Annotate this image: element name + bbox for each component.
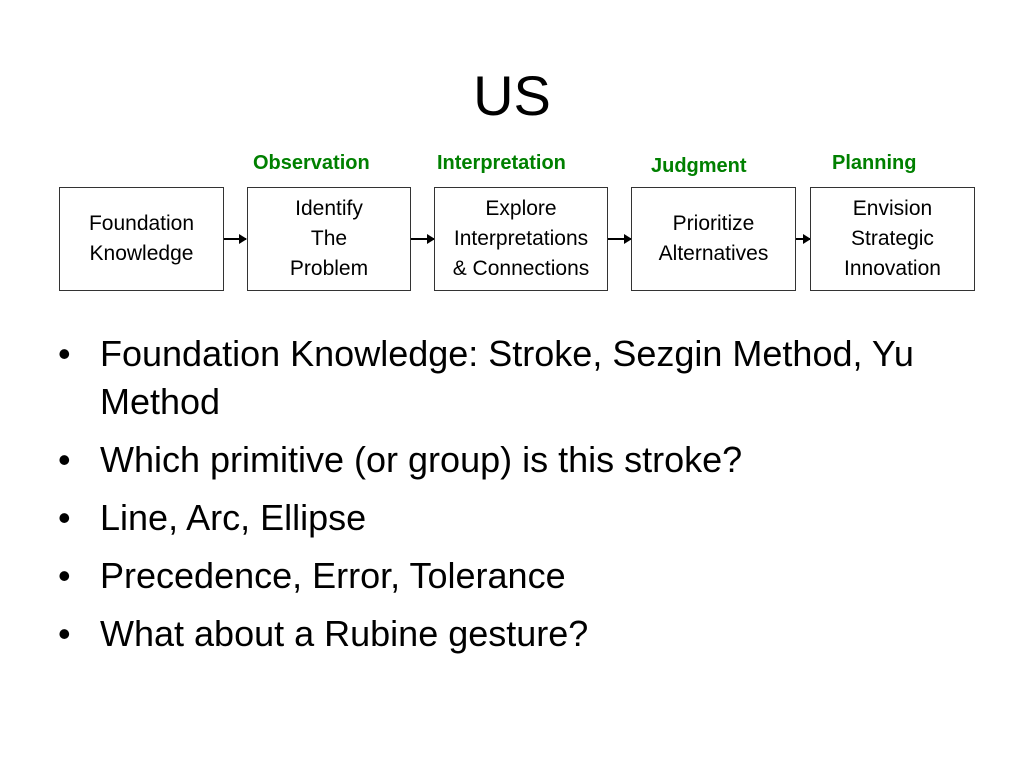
box-line: Problem	[289, 257, 369, 280]
bullet-dot: •	[58, 613, 71, 654]
bullet-dot: •	[58, 439, 71, 480]
box-line: Innovation	[844, 257, 941, 280]
bullet-list: • Foundation Knowledge: Stroke, Sezgin M…	[58, 330, 958, 668]
box-line: Interpretations	[453, 227, 589, 250]
bullet-dot: •	[58, 555, 71, 596]
bullet-item: • What about a Rubine gesture?	[58, 610, 958, 658]
box-line: Envision	[852, 197, 933, 220]
bullet-text: Which primitive (or group) is this strok…	[100, 439, 743, 480]
box-envision-innovation: Envision Strategic Innovation	[810, 187, 975, 291]
stage-label-observation: Observation	[253, 152, 370, 174]
arrow-connector	[608, 234, 632, 244]
stage-label-planning: Planning	[832, 152, 917, 174]
box-foundation-knowledge: Foundation Knowledge	[59, 187, 224, 291]
box-explore-interpretations: Explore Interpretations & Connections	[434, 187, 608, 291]
bullet-item: • Foundation Knowledge: Stroke, Sezgin M…	[58, 330, 958, 426]
stage-label-interpretation: Interpretation	[437, 152, 566, 174]
arrow-connector	[411, 234, 435, 244]
bullet-item: • Line, Arc, Ellipse	[58, 494, 958, 542]
bullet-text: Precedence, Error, Tolerance	[100, 555, 566, 596]
bullet-dot: •	[58, 497, 71, 538]
bullet-text: Foundation Knowledge: Stroke, Sezgin Met…	[100, 333, 914, 422]
stage-label-judgment: Judgment	[651, 155, 747, 177]
box-line: Identify	[295, 197, 363, 220]
bullet-text: What about a Rubine gesture?	[100, 613, 589, 654]
box-identify-problem: Identify The Problem	[247, 187, 411, 291]
box-line: Strategic	[851, 227, 934, 250]
box-line: Alternatives	[658, 242, 769, 265]
bullet-dot: •	[58, 333, 71, 374]
box-prioritize-alternatives: Prioritize Alternatives	[631, 187, 796, 291]
bullet-item: • Precedence, Error, Tolerance	[58, 552, 958, 600]
arrow-connector	[796, 234, 811, 244]
box-line: Explore	[485, 197, 557, 220]
box-line: Foundation	[88, 212, 195, 235]
box-line: & Connections	[452, 257, 590, 280]
slide-title: US	[473, 64, 551, 127]
arrow-connector	[224, 234, 247, 244]
box-line: The	[310, 227, 348, 250]
bullet-text: Line, Arc, Ellipse	[100, 497, 367, 538]
bullet-item: • Which primitive (or group) is this str…	[58, 436, 958, 484]
box-line: Prioritize	[672, 212, 755, 235]
box-line: Knowledge	[89, 242, 194, 265]
